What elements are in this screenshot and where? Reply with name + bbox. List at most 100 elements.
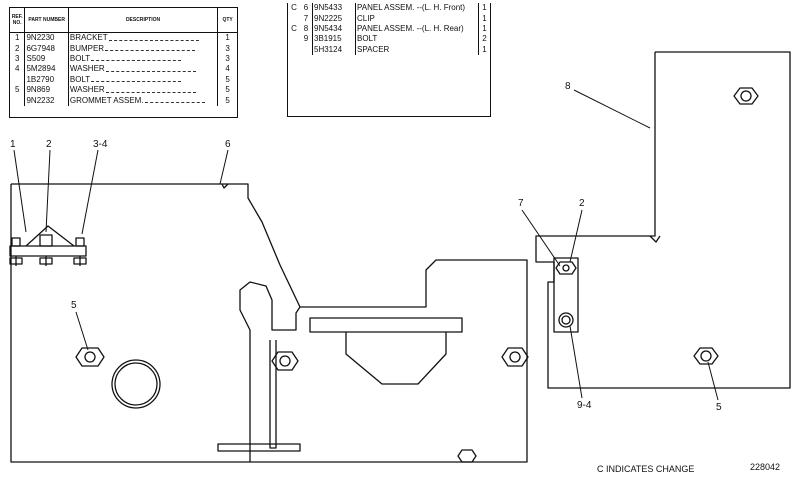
row-description: BOLT [69, 53, 91, 63]
rear-panel-hole-top [733, 87, 759, 105]
row-description-cell: BOLT [68, 74, 219, 85]
table-row: C 8 9N5434 PANEL ASSEM. --(L. H. Rear) 1 [288, 23, 490, 35]
grommet-center [271, 351, 299, 371]
row-description: BRACKET [69, 33, 108, 43]
row-part-number: 9N5433 [312, 3, 356, 14]
callout-9-4: 9-4 [577, 400, 592, 411]
callout-3-4: 3-4 [93, 139, 108, 150]
row-part-number: 9N2232 [24, 95, 69, 106]
rear-panel-hole-bottom [693, 347, 719, 365]
row-qty: 1 [482, 3, 487, 13]
leader-lines [13, 89, 719, 401]
clip [553, 257, 579, 333]
bracket [9, 245, 87, 257]
row-part-number: 9N2230 [24, 32, 69, 44]
table-row: 1 9N2230 BRACKET 1 [10, 32, 237, 44]
row-qty: 1 [482, 13, 487, 23]
row-qty: 5 [225, 95, 230, 105]
bracket-bolts [9, 237, 87, 266]
table-row: 2 6G7948 BUMPER 3 [10, 43, 237, 54]
callout-8: 8 [565, 81, 571, 92]
panel-large-hole [111, 359, 161, 409]
table-row: 7 9N2225 CLIP 1 [288, 13, 490, 24]
row-ref [10, 74, 26, 85]
row-description: PANEL ASSEM. --(L. H. Front) [355, 3, 479, 14]
row-description-cell: BUMPER [68, 43, 219, 54]
row-ref [10, 95, 26, 106]
row-part-number: 9N2225 [312, 13, 356, 24]
row-qty: 5 [225, 74, 230, 84]
clip-bolt-bottom [558, 312, 574, 328]
row-ref: 4 [10, 64, 26, 75]
table-row: 9N2232 GROMMET ASSEM. 5 [10, 95, 237, 106]
row-description-cell: WASHER [68, 84, 219, 96]
panel-diamond-cutout [345, 332, 447, 385]
row-part-number: 5H3124 [312, 44, 356, 55]
bumper [39, 234, 53, 247]
header-qty: QTY [217, 8, 237, 33]
leader-dots [108, 36, 199, 41]
row-description: BOLT [355, 34, 479, 45]
row-qty: 2 [482, 34, 487, 44]
row-ref: 6 [300, 3, 313, 14]
leader-dots [144, 98, 205, 103]
row-description: SPACER [355, 44, 479, 55]
row-part-number: 9N5434 [312, 23, 356, 35]
row-ref: 1 [10, 32, 26, 44]
drawing-number: 228042 [750, 462, 781, 472]
row-part-number: 5M2894 [24, 64, 69, 75]
table-row: 5H3124 SPACER 1 [288, 44, 490, 55]
row-part-number: S509 [24, 53, 69, 65]
row-description-cell: BRACKET [68, 32, 219, 44]
row-qty: 1 [482, 44, 487, 54]
parts-table-right: C 6 9N5433 PANEL ASSEM. --(L. H. Front) … [287, 3, 491, 117]
table-row: C 6 9N5433 PANEL ASSEM. --(L. H. Front) … [288, 3, 490, 14]
row-ref: 7 [300, 13, 313, 24]
row-ref: 8 [300, 23, 313, 35]
row-description: BOLT [69, 74, 91, 84]
row-description: WASHER [69, 85, 105, 95]
leader-dots [105, 46, 196, 51]
row-qty: 3 [225, 53, 230, 63]
leader-dots [91, 56, 182, 62]
rear-panel-tab [649, 235, 661, 243]
leader-dots [105, 88, 196, 93]
header-part-number: PART NUMBER [24, 8, 69, 33]
row-ref: 9 [300, 34, 313, 45]
leader-dots [91, 77, 182, 83]
callout-5-left: 5 [71, 300, 77, 311]
grommet-left [75, 347, 105, 367]
row-description: PANEL ASSEM. --(L. H. Rear) [355, 23, 479, 35]
table-row: 4 5M2894 WASHER 4 [10, 64, 237, 75]
row-description: CLIP [355, 13, 479, 24]
front-panel-rib [269, 340, 277, 449]
table-row: 3 S509 BOLT 3 [10, 53, 237, 65]
callout-5-right: 5 [716, 402, 722, 413]
row-qty: 1 [225, 33, 230, 43]
callout-7: 7 [518, 198, 524, 209]
table-row: 9 3B1915 BOLT 2 [288, 34, 490, 45]
row-qty: 5 [225, 85, 230, 95]
row-description: WASHER [69, 64, 105, 74]
callout-2: 2 [46, 139, 52, 150]
panel-large-hole-inner [114, 362, 158, 406]
row-description: BUMPER [69, 43, 105, 53]
row-description-cell: GROMMET ASSEM. [68, 95, 219, 106]
parts-table-left: REF. NO. PART NUMBER DESCRIPTION QTY 1 9… [9, 7, 238, 118]
bracket-triangle [25, 225, 75, 247]
callout-6: 6 [225, 139, 231, 150]
callout-1: 1 [10, 139, 16, 150]
grommet-right [501, 347, 529, 367]
row-ref [300, 44, 313, 55]
rear-panel-outline [535, 51, 791, 389]
header-description: DESCRIPTION [68, 8, 219, 33]
row-qty: 1 [482, 23, 487, 33]
change-note: C INDICATES CHANGE [597, 464, 695, 474]
row-ref: 5 [10, 84, 26, 96]
front-panel-notch [221, 183, 229, 189]
row-description-cell: WASHER [68, 64, 219, 75]
table-row: 5 9N869 WASHER 5 [10, 84, 237, 96]
leader-dots [105, 67, 196, 72]
row-part-number: 6G7948 [24, 43, 69, 54]
